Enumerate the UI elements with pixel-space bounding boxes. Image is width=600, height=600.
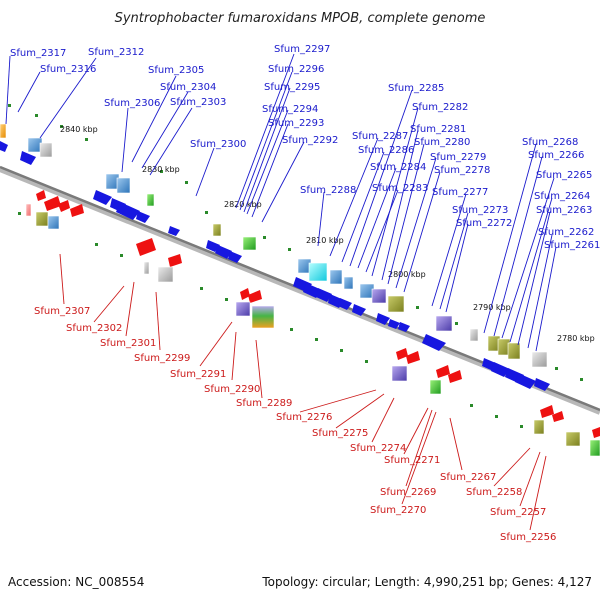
gene-label[interactable]: Sfum_2271 <box>384 455 440 466</box>
gene-label[interactable]: Sfum_2297 <box>274 44 330 55</box>
gene-label[interactable]: Sfum_2301 <box>100 338 156 349</box>
gene-label[interactable]: Sfum_2291 <box>170 369 226 380</box>
gene-label[interactable]: Sfum_2284 <box>370 162 426 173</box>
gene-label[interactable]: Sfum_2312 <box>88 47 144 58</box>
gene-label[interactable]: Sfum_2280 <box>414 137 470 148</box>
gene-label[interactable]: Sfum_2262 <box>538 227 594 238</box>
gene-label[interactable]: Sfum_2303 <box>170 97 226 108</box>
reverse-leader-lines <box>59 253 547 531</box>
scale-dots <box>8 104 583 428</box>
gene-label[interactable]: Sfum_2299 <box>134 353 190 364</box>
gene-label[interactable]: Sfum_2265 <box>536 170 592 181</box>
gene-label[interactable]: Sfum_2290 <box>204 384 260 395</box>
gene-label[interactable]: Sfum_2270 <box>370 505 426 516</box>
reverse-gene-boxes <box>25 203 600 457</box>
gene-label[interactable]: Sfum_2276 <box>276 412 332 423</box>
gene-label[interactable]: Sfum_2258 <box>466 487 522 498</box>
scale-tick: 2810 kbp <box>306 236 344 245</box>
gene-label[interactable]: Sfum_2277 <box>432 187 488 198</box>
gene-label[interactable]: Sfum_2273 <box>452 205 508 216</box>
gene-label[interactable]: Sfum_2296 <box>268 64 324 75</box>
gene-label[interactable]: Sfum_2300 <box>190 139 246 150</box>
scale-tick: 2840 kbp <box>60 125 98 134</box>
genome-stats: Topology: circular; Length: 4,990,251 bp… <box>261 575 592 589</box>
gene-label[interactable]: Sfum_2267 <box>440 472 496 483</box>
forward-gene-boxes <box>0 123 548 368</box>
gene-label[interactable]: Sfum_2263 <box>536 205 592 216</box>
gene-label[interactable]: Sfum_2257 <box>490 507 546 518</box>
gene-label[interactable]: Sfum_2256 <box>500 532 556 543</box>
accession-label: Accession: NC_008554 <box>8 575 144 589</box>
gene-label[interactable]: Sfum_2274 <box>350 443 406 454</box>
gene-label[interactable]: Sfum_2289 <box>236 398 292 409</box>
map-title: Syntrophobacter fumaroxidans MPOB, compl… <box>115 11 486 26</box>
gene-label[interactable]: Sfum_2285 <box>388 83 444 94</box>
gene-label[interactable]: Sfum_2261 <box>544 240 600 251</box>
gene-label[interactable]: Sfum_2283 <box>372 183 428 194</box>
gene-label[interactable]: Sfum_2286 <box>358 145 414 156</box>
gene-label[interactable]: Sfum_2266 <box>528 150 584 161</box>
gene-label[interactable]: Sfum_2287 <box>352 131 408 142</box>
gene-label[interactable]: Sfum_2288 <box>300 185 356 196</box>
gene-label[interactable]: Sfum_2294 <box>262 104 318 115</box>
gene-label[interactable]: Sfum_2264 <box>534 191 590 202</box>
scale-tick: 2820 kbp <box>224 200 262 209</box>
scale-ticks: 2840 kbp 2830 kbp 2820 kbp 2810 kbp 2800… <box>60 125 595 343</box>
gene-label[interactable]: Sfum_2317 <box>10 48 66 59</box>
gene-label[interactable]: Sfum_2279 <box>430 152 486 163</box>
gene-label[interactable]: Sfum_2302 <box>66 323 122 334</box>
scale-tick: 2780 kbp <box>557 334 595 343</box>
forward-gene-labels: Sfum_2317 Sfum_2316 Sfum_2312 Sfum_2306 … <box>10 44 600 251</box>
gene-label[interactable]: Sfum_2268 <box>522 137 578 148</box>
gene-label[interactable]: Sfum_2272 <box>456 218 512 229</box>
gene-label[interactable]: Sfum_2306 <box>104 98 160 109</box>
gene-label[interactable]: Sfum_2304 <box>160 82 216 93</box>
gene-label[interactable]: Sfum_2281 <box>410 124 466 135</box>
gene-label[interactable]: Sfum_2275 <box>312 428 368 439</box>
gene-label[interactable]: Sfum_2305 <box>148 65 204 76</box>
scale-tick: 2800 kbp <box>388 270 426 279</box>
reverse-gene-arrows <box>36 190 600 438</box>
gene-label[interactable]: Sfum_2278 <box>434 165 490 176</box>
gene-label[interactable]: Sfum_2295 <box>264 82 320 93</box>
gene-label[interactable]: Sfum_2292 <box>282 135 338 146</box>
forward-leader-lines <box>5 53 557 352</box>
gene-label[interactable]: Sfum_2269 <box>380 487 436 498</box>
gene-label[interactable]: Sfum_2307 <box>34 306 90 317</box>
forward-gene-arrows <box>0 141 550 391</box>
reverse-gene-labels: Sfum_2307 Sfum_2302 Sfum_2301 Sfum_2299 … <box>34 306 556 543</box>
gene-label[interactable]: Sfum_2282 <box>412 102 468 113</box>
scale-tick: 2790 kbp <box>473 303 511 312</box>
gene-label[interactable]: Sfum_2316 <box>40 64 96 75</box>
gene-label[interactable]: Sfum_2293 <box>268 118 324 129</box>
scale-tick: 2830 kbp <box>142 165 180 174</box>
